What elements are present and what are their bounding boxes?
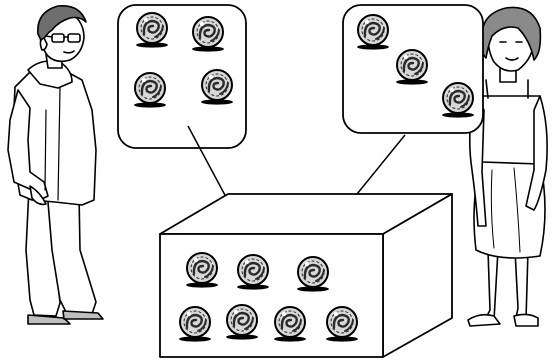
combined-box-marble-icon	[226, 304, 258, 340]
girl-box-marble-icon	[396, 49, 428, 85]
boy-box-marble-icon	[201, 69, 233, 105]
boy-box-marble-icon	[134, 72, 166, 108]
combined-box-marble-icon	[297, 256, 329, 292]
combined-marbles-box	[159, 193, 453, 358]
girl-box-marble-icon	[357, 14, 389, 50]
combined-box-marble-icon	[237, 254, 269, 290]
combined-box-marble-icon	[326, 306, 358, 342]
marbles-layer	[134, 12, 474, 342]
girl-box-marble-icon	[442, 82, 474, 118]
combined-box-marble-icon	[179, 306, 211, 342]
combined-box-marble-icon	[186, 252, 218, 288]
boy-box-marble-icon	[136, 12, 168, 48]
combined-box-marble-icon	[274, 306, 306, 342]
boy-box-marble-icon	[192, 16, 224, 52]
boy-figure-icon	[7, 5, 104, 325]
